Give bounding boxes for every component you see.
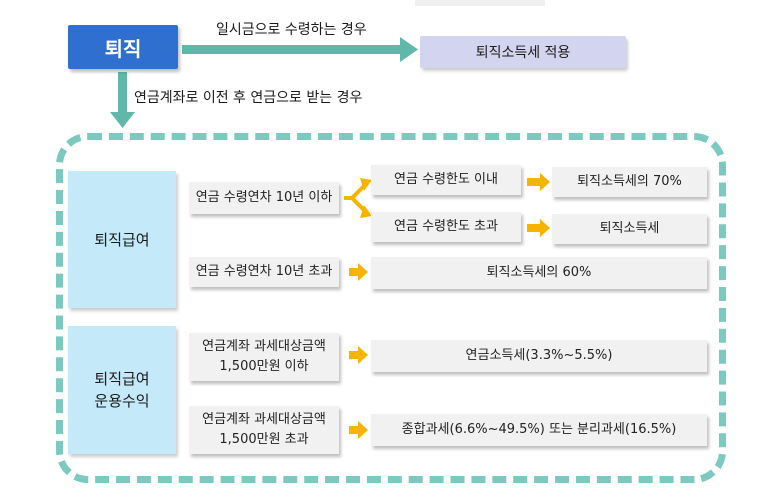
over-15m-line1: 연금계좌 과세대상금액 xyxy=(202,412,326,427)
over-15m-line2: 1,500만원 초과 xyxy=(219,432,309,447)
under-15m-result-label: 연금소득세(3.3%~5.5%) xyxy=(465,348,613,363)
over-15m-result-label: 종합과세(6.6%~49.5%) 또는 분리과세(16.5%) xyxy=(401,422,677,437)
under-15m-line2: 1,500만원 이하 xyxy=(219,359,309,374)
over-limit-box: 연금 수령한도 초과 xyxy=(371,212,521,242)
retire-label: 퇴직 xyxy=(104,36,142,61)
within-limit-result-box: 퇴직소득세의 70% xyxy=(552,167,707,197)
over-limit-result-box: 퇴직소득세 xyxy=(552,214,707,244)
yellow-arrow-5 xyxy=(349,421,368,439)
under-10-years-label: 연금 수령연차 10년 이하 xyxy=(195,190,333,205)
over-limit-label: 연금 수령한도 초과 xyxy=(394,219,498,234)
branch-connector xyxy=(344,184,366,212)
retirement-benefit-box: 퇴직급여 xyxy=(68,171,176,308)
retirement-benefit-label: 퇴직급여 xyxy=(94,230,150,249)
yellow-arrow-1 xyxy=(527,173,550,191)
retire-tax-label: 퇴직소득세 적용 xyxy=(475,45,571,61)
over-10-years-result-box: 퇴직소득세의 60% xyxy=(371,257,707,289)
under-10-years-box: 연금 수령연차 10년 이하 xyxy=(189,182,339,214)
retire-tax-box: 퇴직소득세 적용 xyxy=(420,36,626,68)
operating-income-label-line1: 퇴직급여 xyxy=(94,370,150,388)
within-limit-label: 연금 수령한도 이내 xyxy=(394,172,498,187)
operating-income-box: 퇴직급여 운용수익 xyxy=(68,326,176,454)
yellow-arrow-4 xyxy=(349,346,368,364)
branch-arrow-down xyxy=(360,205,372,218)
top-edge-bar xyxy=(415,0,545,6)
over-limit-result-label: 퇴직소득세 xyxy=(599,221,660,236)
over-15m-result-box: 종합과세(6.6%~49.5%) 또는 분리과세(16.5%) xyxy=(371,414,707,446)
over-15m-box: 연금계좌 과세대상금액 1,500만원 초과 xyxy=(189,406,339,454)
within-limit-result-label: 퇴직소득세의 70% xyxy=(577,174,682,189)
pension-dashed-frame xyxy=(56,133,726,483)
retire-box: 퇴직 xyxy=(68,25,178,69)
lump-sum-arrow xyxy=(182,37,418,62)
branch-arrow-up xyxy=(360,178,372,191)
operating-income-label-line2: 운용수익 xyxy=(94,392,150,410)
over-10-years-result-label: 퇴직소득세의 60% xyxy=(486,265,592,280)
pension-transfer-label: 연금계좌로 이전 후 연금으로 받는 경우 xyxy=(134,90,363,106)
yellow-arrow-3 xyxy=(349,263,368,281)
over-10-years-box: 연금 수령연차 10년 초과 xyxy=(189,257,339,287)
under-15m-result-box: 연금소득세(3.3%~5.5%) xyxy=(371,340,707,372)
lump-sum-label: 일시금으로 수령하는 경우 xyxy=(216,22,367,38)
under-15m-box: 연금계좌 과세대상금액 1,500만원 이하 xyxy=(189,333,339,381)
over-10-years-label: 연금 수령연차 10년 초과 xyxy=(195,264,333,279)
yellow-arrow-2 xyxy=(527,219,550,237)
pension-transfer-arrow xyxy=(110,72,135,128)
under-15m-line1: 연금계좌 과세대상금액 xyxy=(202,339,326,354)
within-limit-box: 연금 수령한도 이내 xyxy=(371,165,521,195)
